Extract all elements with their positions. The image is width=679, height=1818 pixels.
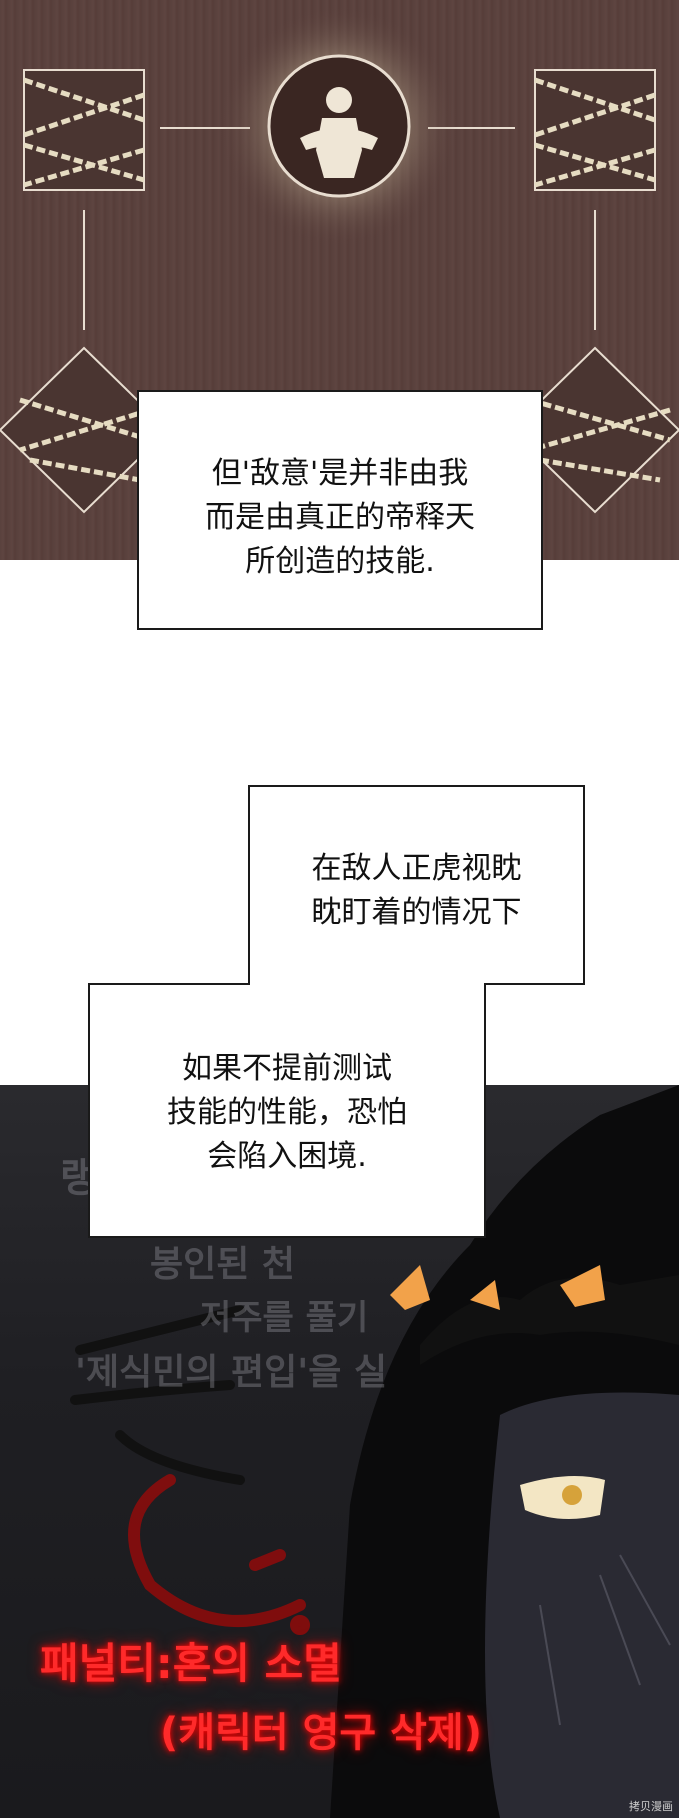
narration-2-line-1: 在敌人正虎视眈 <box>311 851 522 886</box>
sfx-graphic <box>70 1305 245 1485</box>
locked-skill-icon-top-left <box>23 69 145 191</box>
penalty-subtitle: (캐릭터 영구 삭제) <box>160 1710 483 1756</box>
skill-tree-illustration <box>0 6 679 514</box>
ghost-text-line-3: 저주를 풀기 <box>200 1298 369 1338</box>
character-face <box>485 1392 679 1818</box>
narration-box-1: 但'敌意'是并非由我 而是由真正的帝释天 所创造的技能. <box>137 390 543 630</box>
box-seam-cover <box>250 982 484 986</box>
sfx-red-strokes <box>128 1474 310 1635</box>
narration-3-line-1: 如果不提前测试 <box>182 1051 392 1086</box>
locked-skill-icon-bottom-right <box>509 346 679 514</box>
narration-box-3: 如果不提前测试 技能的性能，恐怕 会陷入困境. <box>88 983 486 1238</box>
meditation-figure-icon <box>300 87 378 178</box>
watermark: 拷贝漫画 <box>629 1800 673 1813</box>
character-illustration <box>70 1085 679 1818</box>
narration-2-line-2: 眈盯着的情况下 <box>311 895 522 930</box>
narration-box-2: 在敌人正虎视眈 眈盯着的情况下 <box>248 785 585 985</box>
narration-3-line-2: 技能的性能，恐怕 <box>167 1095 407 1130</box>
narration-3-line-3: 会陷入困境. <box>207 1139 367 1174</box>
narration-1-line-2: 而是由真正的帝释天 <box>205 500 475 535</box>
narration-1-line-1: 但'敌意'是并非由我 <box>211 456 469 491</box>
ghost-text-line-4: '제식민의 편입'을 실 <box>75 1352 388 1393</box>
hair-highlights <box>390 1265 605 1310</box>
penalty-title: 패널티:혼의 소멸 <box>40 1639 342 1688</box>
ghost-text-line-2: 봉인된 천 <box>150 1244 296 1285</box>
locked-skill-icon-top-right <box>534 69 656 191</box>
narration-1-line-3: 所创造的技能. <box>245 544 435 579</box>
